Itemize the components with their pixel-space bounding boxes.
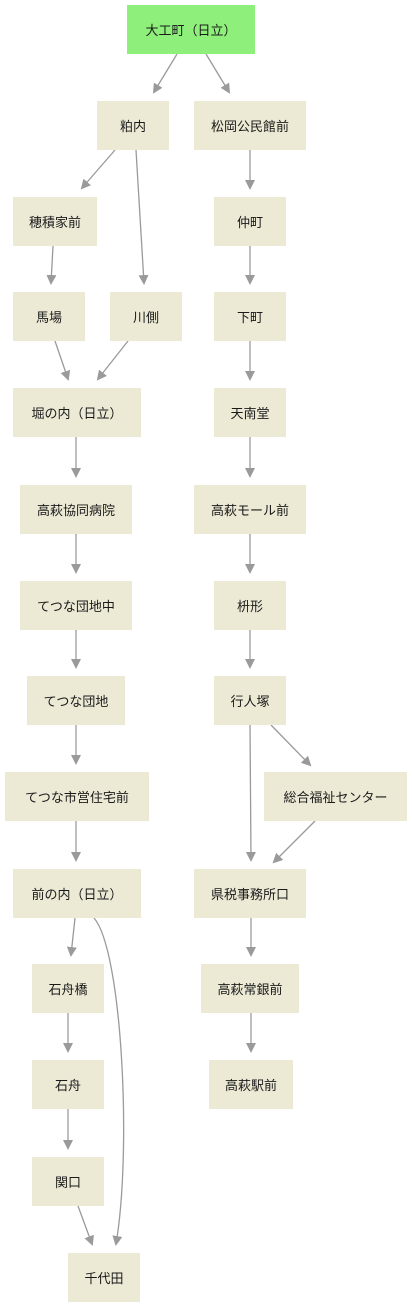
edge-n4-n6 (96, 340, 129, 381)
edge-n0-n2 (205, 53, 231, 94)
stop-masugata: 枡形 (214, 581, 286, 630)
edge-n11-n12 (66, 917, 77, 957)
stop-maenouchi-hitachi: 前の内（日立） (13, 869, 141, 918)
stop-takahagi-kyodo-byoin: 高萩協同病院 (20, 485, 132, 534)
stop-horinouchi-hitachi: 堀の内（日立） (13, 388, 141, 437)
stop-sekiguchi: 関口 (32, 1157, 104, 1206)
stop-gyoninzuka: 行人塚 (214, 676, 286, 725)
stop-tennando: 天南堂 (214, 388, 286, 437)
edge-n3-n5 (46, 245, 57, 285)
edge-n22-n23 (272, 820, 316, 864)
edge-n5-n6 (54, 340, 71, 381)
stop-takahagi-jogin-mae: 高萩常銀前 (201, 964, 299, 1013)
stop-takahagi-mall-mae: 高萩モール前 (194, 485, 306, 534)
stop-ishifunebashi: 石舟橋 (32, 964, 104, 1013)
edge-n21-n23 (245, 724, 256, 862)
stop-nakamachi: 仲町 (214, 197, 286, 246)
stop-daikucho-hitachi: 大工町（日立） (127, 5, 255, 54)
stop-shimomachi: 下町 (214, 292, 286, 341)
stop-sogo-fukushi-center: 総合福祉センター (264, 772, 407, 821)
edge-n14-n15 (77, 1205, 94, 1246)
edge-n1-n4 (135, 149, 149, 285)
stop-takahagi-eki-mae: 高萩駅前 (209, 1060, 293, 1109)
stop-hozumike-mae: 穂積家前 (13, 197, 97, 246)
stop-matsuoka-kominkan-mae: 松岡公民館前 (194, 101, 306, 150)
stop-kasuuchi: 粕内 (97, 101, 169, 150)
stop-tetsuna-danchi-naka: てつな団地中 (20, 581, 132, 630)
edge-n1-n3 (80, 149, 116, 190)
stop-baba: 馬場 (13, 292, 85, 341)
stop-kawagawa: 川側 (110, 292, 182, 341)
stop-ishifune: 石舟 (32, 1060, 104, 1109)
stop-kenzei-jimusho-guchi: 県税事務所口 (194, 869, 306, 918)
stop-tetsuna-danchi: てつな団地 (27, 676, 125, 725)
stop-tetsuna-shiei-jutaku-mae: てつな市営住宅前 (5, 772, 149, 821)
stop-chiyoda: 千代田 (68, 1253, 140, 1302)
edge-n0-n1 (152, 53, 178, 94)
edge-n11-n15 (93, 917, 125, 1246)
edge-n21-n22 (270, 724, 312, 767)
